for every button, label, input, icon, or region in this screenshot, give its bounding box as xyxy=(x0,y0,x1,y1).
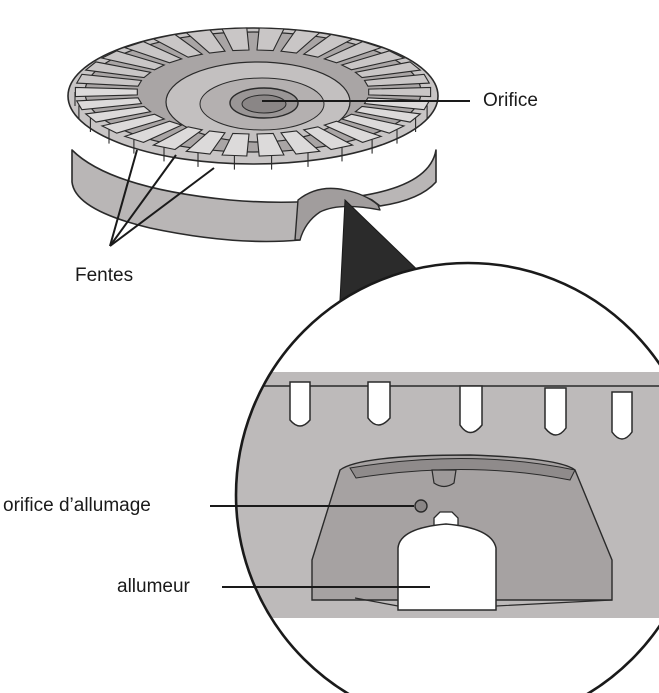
ignition-port xyxy=(414,499,428,513)
zoom-white-floor xyxy=(236,618,659,693)
zoom-nozzle xyxy=(431,469,457,488)
burner-fin xyxy=(185,130,226,155)
burner-fin xyxy=(74,86,138,98)
zoom-circle-outline xyxy=(234,261,659,693)
label-igniter: allumeur xyxy=(117,576,190,597)
leader-slot-3 xyxy=(109,167,215,247)
label-orifice: Orifice xyxy=(483,90,538,111)
burner-fin xyxy=(100,50,166,71)
label-ignition-port: orifice d’allumage xyxy=(3,495,151,516)
central-orifice-inner xyxy=(241,94,287,114)
burner-fin xyxy=(256,132,285,157)
leader-lines xyxy=(109,100,470,588)
burner-fin xyxy=(363,73,431,87)
burner-base xyxy=(71,149,437,243)
igniter-body xyxy=(397,523,497,611)
burner-fin xyxy=(322,41,383,64)
burner-fin xyxy=(84,105,152,123)
burner-fin xyxy=(123,41,184,64)
burner-fin xyxy=(185,29,226,54)
burner-fin xyxy=(221,27,250,52)
burner-fin xyxy=(280,130,321,155)
burner-fin xyxy=(354,61,422,79)
leader-slot-2 xyxy=(109,154,177,247)
burner-fin xyxy=(340,113,406,134)
burner-fin xyxy=(84,61,152,79)
zoom-slots xyxy=(289,381,633,440)
burner-fin xyxy=(302,126,355,151)
label-slots: Fentes xyxy=(75,265,134,286)
burner-fin xyxy=(322,120,383,143)
burner-fin xyxy=(75,73,143,87)
leader-slot-1 xyxy=(109,149,138,247)
burner-fin xyxy=(221,132,250,157)
burner-fin xyxy=(280,29,321,54)
burner-fin xyxy=(340,50,406,71)
burner-fin xyxy=(151,33,204,58)
zoom-detail xyxy=(234,261,659,693)
burner-fin xyxy=(354,105,422,123)
zoom-base-line xyxy=(354,597,613,607)
burner-fin xyxy=(256,27,285,52)
burner-fin xyxy=(302,33,355,58)
burner-fin xyxy=(151,126,204,151)
zoom-cavity-lip xyxy=(349,458,576,481)
burner-fin xyxy=(75,97,143,111)
burner-fin xyxy=(100,113,166,134)
burner-fin xyxy=(368,86,432,98)
burner-base-notch xyxy=(294,187,381,241)
burner-fin xyxy=(123,120,184,143)
